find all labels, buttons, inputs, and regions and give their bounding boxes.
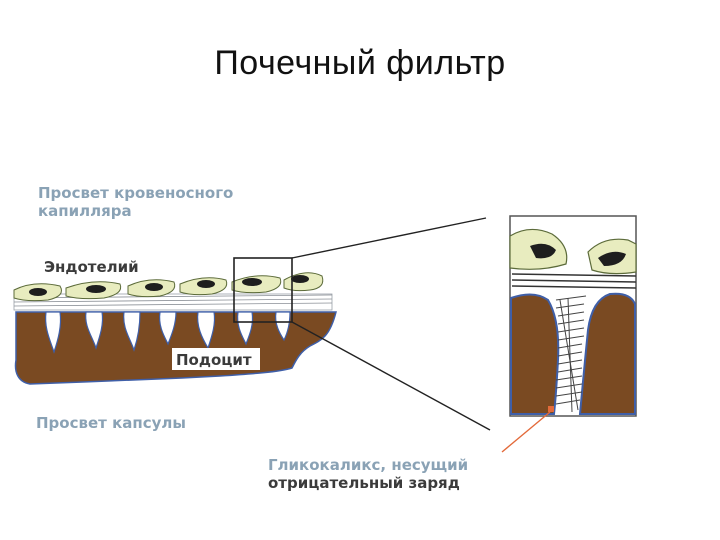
inset-basement-lines (511, 273, 637, 289)
label-capsule-lumen: Просвет капсулы (36, 414, 186, 432)
label-glycocalyx-line2: отрицательный заряд (268, 474, 460, 492)
inset-foot-process-left (510, 293, 560, 415)
basement-lines (13, 294, 333, 307)
zoom-inset (509, 215, 637, 417)
label-glycocalyx-line1: Гликокаликс, несущий (268, 456, 468, 474)
label-endothelium: Эндотелий (44, 258, 139, 276)
zoom-connector-lines (291, 217, 491, 431)
label-podocyte: Подоцит (176, 351, 252, 369)
label-capillary-lumen-line1: Просвет кровеносного (38, 184, 233, 202)
zoom-box (233, 257, 293, 323)
inset-nucleus-left (530, 243, 556, 259)
inset-foot-process-right (578, 292, 636, 415)
inset-nucleus-right (598, 251, 626, 266)
slide-title: Почечный фильтр (214, 44, 506, 82)
label-capillary-lumen-line2: капилляра (38, 202, 132, 220)
glycocalyx-hatching (555, 295, 587, 413)
endothelial-cells (13, 272, 324, 302)
glycocalyx-pointer (501, 406, 554, 453)
podocyte-label-bg (172, 348, 260, 370)
foot-process-gaps (45, 311, 291, 354)
